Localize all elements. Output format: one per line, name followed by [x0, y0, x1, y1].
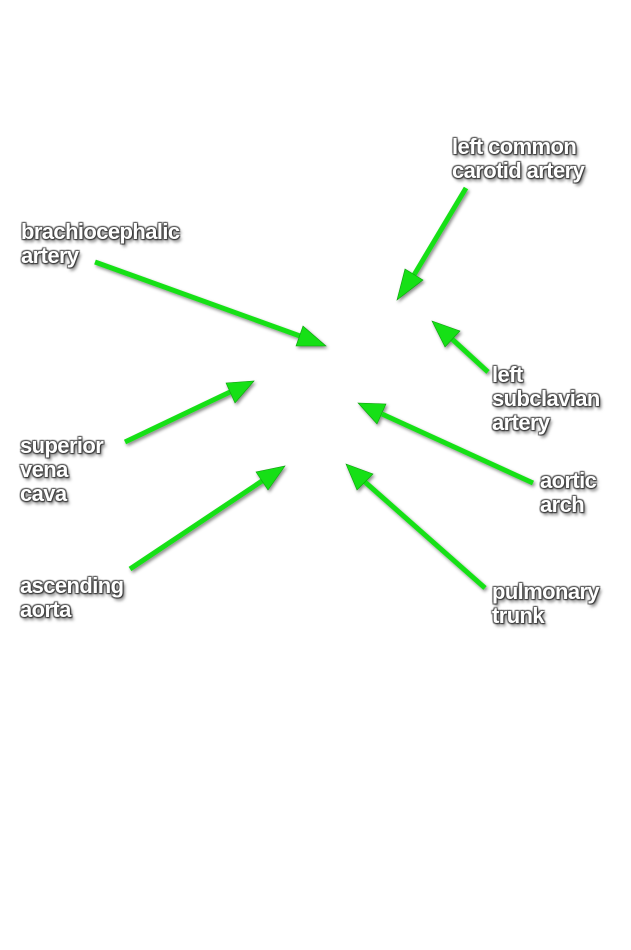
- label-line: arch: [540, 492, 585, 517]
- arrow-brachiocephalic-artery: [94, 259, 327, 347]
- arrow-superior-vena-cava: [123, 380, 255, 445]
- label-line: artery: [492, 410, 550, 435]
- label-pulmonary-trunk: pulmonary trunk: [492, 579, 600, 628]
- label-line: aortic: [540, 468, 597, 493]
- arrow-aortic-arch: [357, 402, 535, 486]
- arrow-left-subclavian-artery: [431, 320, 490, 374]
- label-line: pulmonary: [492, 579, 600, 604]
- label-left-common-carotid-artery: left common carotid artery: [452, 134, 585, 183]
- label-line: cava: [20, 481, 67, 506]
- label-line: subclavian: [492, 386, 600, 411]
- label-left-subclavian-artery: left subclavian artery: [492, 363, 600, 435]
- arrow-left-common-carotid-artery: [396, 186, 469, 301]
- label-line: carotid artery: [452, 158, 585, 183]
- label-aortic-arch: aortic arch: [540, 468, 597, 517]
- label-brachiocephalic-artery: brachiocephalic artery: [21, 220, 180, 268]
- label-line: left: [492, 362, 523, 387]
- label-line: superior: [20, 433, 104, 458]
- label-line: ascending: [20, 573, 124, 598]
- arrow-pulmonary-trunk: [345, 463, 487, 590]
- label-line: artery: [21, 243, 79, 268]
- label-superior-vena-cava: superior vena cava: [20, 433, 104, 506]
- label-line: aorta: [20, 597, 71, 622]
- label-ascending-aorta: ascending aorta: [20, 573, 124, 622]
- arrow-ascending-aorta: [128, 465, 286, 572]
- label-line: left common: [452, 134, 577, 159]
- label-line: brachiocephalic: [21, 219, 180, 244]
- label-line: vena: [20, 457, 68, 482]
- label-line: trunk: [492, 603, 545, 628]
